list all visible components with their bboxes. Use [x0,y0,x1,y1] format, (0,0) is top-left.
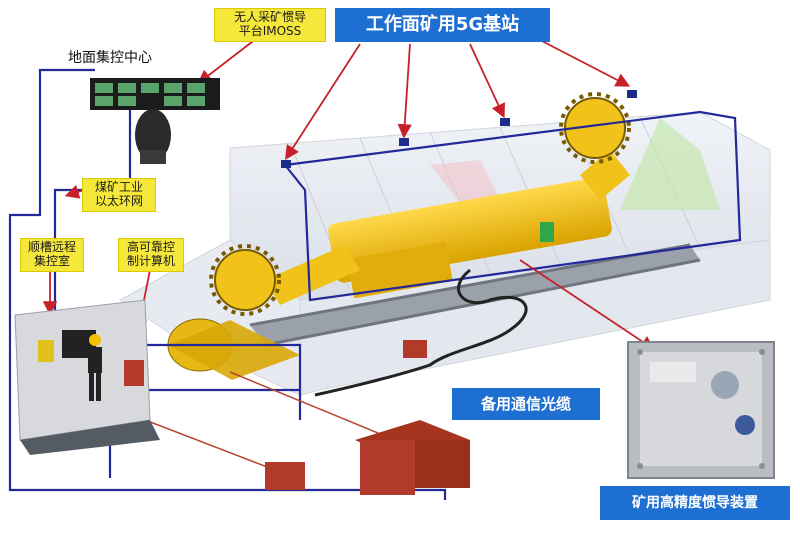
control-cable [144,371,396,471]
label-inertial-navigation-device: 矿用高精度惯导装置 [600,486,790,520]
label-reliable-computer: 高可靠控 制计算机 [118,238,184,272]
label-computer-line1: 高可靠控 [126,240,175,254]
operator-figure-icon [88,334,102,401]
monitor-wall-icon [90,78,220,164]
label-remote-control-room: 顺槽远程 集控室 [20,238,84,272]
power-equipment [265,340,470,495]
label-imoss-platform: 无人采矿惯导 平台IMOSS [214,8,326,42]
station-arrows [42,27,655,350]
label-imoss-line1: 无人采矿惯导 [233,10,306,24]
label-industrial-ethernet: 煤矿工业 以太环网 [82,178,156,212]
shearer-machine [265,150,630,305]
base-station-icon [281,90,637,168]
label-remote-line1: 顺槽远程 [27,240,76,254]
inertial-device-image [627,341,775,479]
reliable-computer [124,360,144,386]
label-computer-line2: 制计算机 [126,253,175,268]
label-backup-fiber-cable: 备用通信光缆 [452,388,600,420]
label-imoss-line2: 平台IMOSS [238,23,302,38]
label-ethernet-line1: 煤矿工业 [94,180,143,194]
label-ethernet-line2: 以太环网 [94,193,143,208]
label-5g-base-station: 工作面矿用5G基站 [335,8,550,42]
cutting-drum-left [209,244,281,316]
cutting-drum-right [559,92,631,164]
label-remote-line2: 集控室 [33,253,70,268]
remote-control-room [14,299,160,455]
label-ground-control-center: 地面集控中心 [68,50,152,66]
green-sensor-beam [620,118,720,210]
fiber-cable-path [314,268,528,397]
